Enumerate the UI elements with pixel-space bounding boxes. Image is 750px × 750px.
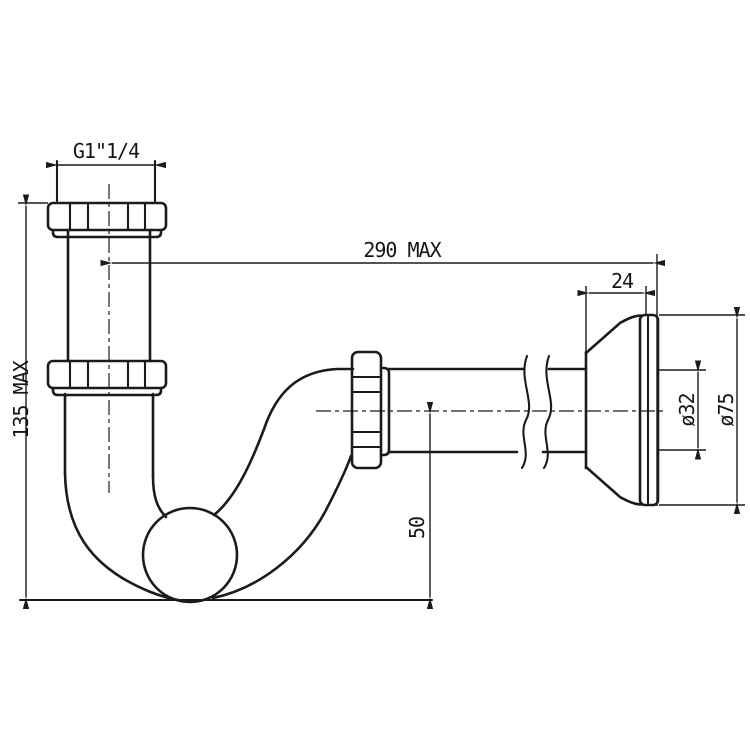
inlet-top-nut bbox=[46, 201, 168, 239]
top-nut-facets bbox=[68, 202, 147, 231]
trap-body bbox=[63, 367, 355, 604]
inlet-lower-nut bbox=[46, 359, 168, 397]
trap-inner-left-curve bbox=[151, 474, 168, 519]
dim-rosette-depth-label: 24 bbox=[611, 269, 634, 293]
trap-inner-outlet-curve bbox=[212, 367, 355, 517]
break-squiggle-left bbox=[520, 354, 531, 470]
rosette-cone-bottom-slant bbox=[584, 465, 643, 506]
break-squiggle-right bbox=[542, 354, 553, 470]
dim-outlet-height-label: 50 bbox=[405, 517, 429, 539]
top-nut-body bbox=[46, 201, 168, 232]
outlet-nut-collar bbox=[379, 366, 391, 457]
outlet-nut-facets bbox=[351, 375, 382, 449]
trap-outer-left-curve bbox=[63, 471, 185, 603]
outlet-nut-body bbox=[350, 350, 383, 470]
dim-pipe-diameter-label: ø32 bbox=[675, 393, 699, 426]
dim-rosette-diameter-label: ø75 bbox=[714, 393, 738, 426]
dim-overall-height-label: 135 MAX bbox=[9, 360, 33, 438]
lower-nut-facets bbox=[68, 360, 147, 389]
dim-overall-width-label: 290 MAX bbox=[363, 238, 441, 262]
tube-break-symbol bbox=[520, 354, 553, 470]
wall-rosette bbox=[584, 313, 660, 507]
trap-outer-outlet-curve bbox=[211, 454, 353, 600]
lower-nut-washer bbox=[51, 386, 163, 397]
trap-cleanout-plug bbox=[141, 506, 239, 604]
lower-nut-body bbox=[46, 359, 168, 390]
outlet-nut bbox=[350, 350, 391, 470]
rosette-lip bbox=[638, 313, 660, 507]
dim-thread-label: G1"1/4 bbox=[73, 139, 140, 163]
top-nut-washer bbox=[51, 228, 163, 239]
rosette-cone-top-slant bbox=[584, 314, 643, 355]
